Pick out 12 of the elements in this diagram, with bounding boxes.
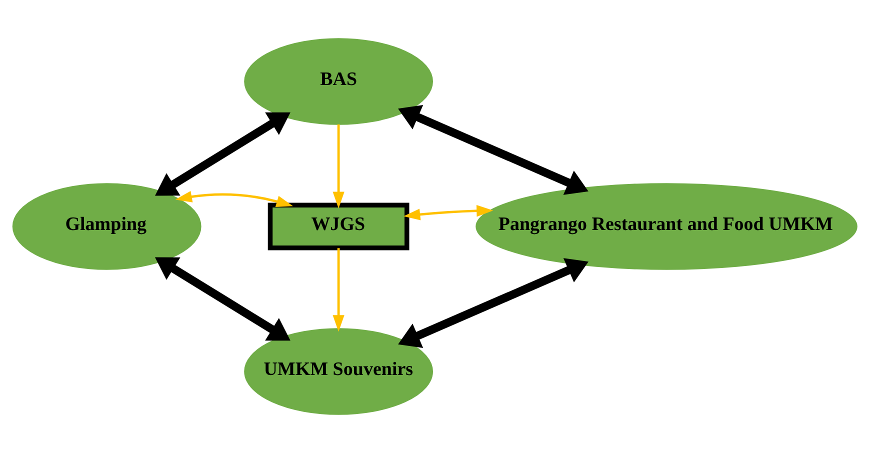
arrow <box>404 204 494 220</box>
arrow <box>175 190 294 207</box>
node-box: WJGS <box>268 202 410 250</box>
arrow <box>332 124 344 208</box>
node-ellipse: UMKM Souvenirs <box>244 328 434 414</box>
arrow <box>398 258 588 348</box>
arrow <box>332 248 344 332</box>
arrow <box>155 112 290 196</box>
node-ellipse: BAS <box>244 38 434 124</box>
arrow <box>154 256 290 340</box>
arrow <box>398 104 588 194</box>
node-ellipse: Glamping <box>12 182 202 270</box>
